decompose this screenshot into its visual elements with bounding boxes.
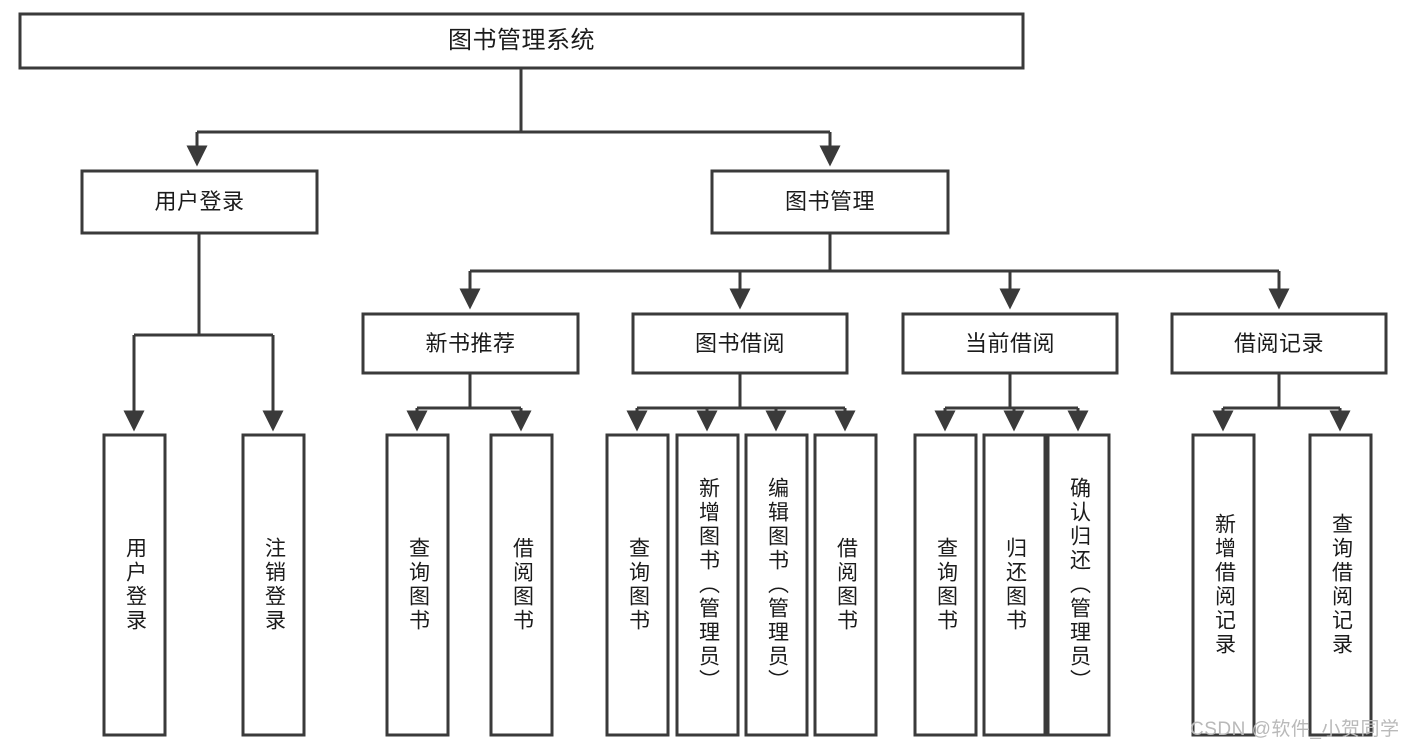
leaf-box-0[interactable] <box>102 433 167 737</box>
leaf-box-9[interactable] <box>982 433 1047 737</box>
connector-bookmgmt-to-level3 <box>459 233 1290 310</box>
leaf-box-11[interactable] <box>1191 433 1256 737</box>
connector-borrow-to-leaves <box>626 373 856 432</box>
leaf-box-8[interactable] <box>913 433 978 737</box>
leaf-box-5[interactable] <box>675 433 740 737</box>
connector-current-to-leaves <box>934 373 1089 432</box>
node-box-new-book-recommend[interactable] <box>361 312 580 375</box>
leaf-box-3[interactable] <box>489 433 554 737</box>
connector-root-to-level2 <box>186 68 841 167</box>
leaf-box-10[interactable] <box>1046 433 1111 737</box>
leaf-box-4[interactable] <box>605 433 670 737</box>
node-box-book-management[interactable] <box>710 169 950 235</box>
node-box-root[interactable] <box>18 12 1025 70</box>
node-box-current-borrow[interactable] <box>901 312 1119 375</box>
connector-userlogin-to-leaves <box>123 233 284 432</box>
leaf-box-12[interactable] <box>1308 433 1373 737</box>
node-box-borrow-record[interactable] <box>1170 312 1388 375</box>
leaf-box-7[interactable] <box>813 433 878 737</box>
leaf-box-1[interactable] <box>241 433 306 737</box>
node-box-book-borrow[interactable] <box>631 312 849 375</box>
node-box-user-login[interactable] <box>80 169 319 235</box>
leaf-box-2[interactable] <box>385 433 450 737</box>
connector-record-to-leaves <box>1212 373 1351 432</box>
leaf-box-6[interactable] <box>744 433 809 737</box>
connector-newbook-to-leaves <box>406 373 532 432</box>
